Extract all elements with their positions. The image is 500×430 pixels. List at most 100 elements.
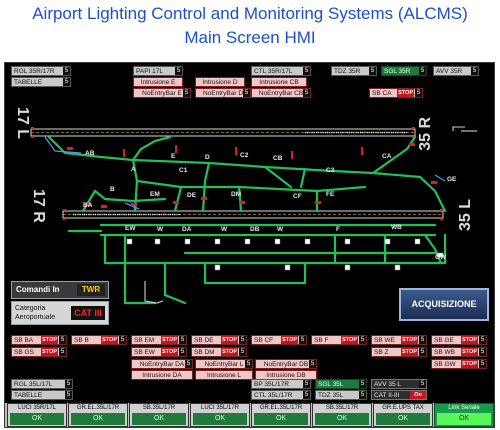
status-label: NoEntryBar CB: [258, 90, 304, 97]
intrusione-cb-status[interactable]: Intrusione CB: [251, 77, 307, 87]
status-count: 5: [59, 348, 66, 356]
status-count: 5: [239, 336, 246, 344]
status-count: 5: [419, 348, 426, 356]
status-count: 5: [63, 67, 70, 75]
status-label: TDZ 35L: [318, 392, 344, 399]
comandi-value: TWR: [77, 284, 105, 296]
stop-indicator: STOP: [401, 348, 418, 356]
footer-status: OK: [71, 413, 125, 425]
intrusione-d-status[interactable]: Intrusione D: [195, 77, 245, 87]
intrusione-da-status[interactable]: Intrusione DA: [131, 370, 193, 380]
runway-label-35r: 35 R: [417, 117, 434, 151]
status-count: 5: [179, 336, 186, 344]
status-count: 5: [479, 360, 486, 368]
taxiway-label-da: DA: [182, 226, 192, 233]
stop-indicator: STOP: [221, 348, 238, 356]
status-count: 5: [419, 336, 426, 344]
status-count: 5: [245, 360, 252, 368]
footer-status: OK: [376, 413, 430, 425]
status-label: SB F: [314, 337, 329, 344]
status-count: 5: [183, 89, 190, 97]
categoria-panel[interactable]: Categoria Aeroportuale CAT III: [11, 301, 109, 325]
app-title: Airport Lighting Control and Monitoring …: [32, 4, 468, 23]
taxiway-label-c2: C2: [240, 152, 249, 159]
status-label: SB BA: [14, 337, 34, 344]
status-count: 5: [479, 348, 486, 356]
stop-indicator: STOP: [41, 336, 58, 344]
intrusione-e-status[interactable]: Intrusione E: [133, 77, 183, 87]
stop-indicator: STOP: [101, 336, 118, 344]
stop-indicator: STOP: [461, 336, 478, 344]
categoria-label: Categoria Aeroportuale: [15, 305, 56, 321]
status-label: Intrusione D: [202, 79, 238, 86]
status-count: 5: [303, 89, 310, 97]
comandi-panel[interactable]: Comandi In TWR: [11, 281, 109, 299]
footer-status: OK: [10, 413, 64, 425]
footer-status: OK: [437, 413, 491, 425]
status-count: 5: [309, 360, 316, 368]
acquisizione-button[interactable]: ACQUISIZIONE: [399, 288, 489, 321]
cat-on-indicator: On: [410, 391, 426, 399]
ctl-35r-17l-status[interactable]: CTL 35R/17L 5: [251, 66, 311, 76]
taxiway-label-wb: WB: [391, 224, 402, 231]
taxiway-label-ew: EW: [125, 225, 136, 232]
status-label: SB GW: [434, 361, 456, 368]
status-label: NoEntryBar D: [202, 90, 244, 97]
screen-subtitle: Main Screen HMI: [184, 28, 316, 47]
status-count: 5: [303, 380, 310, 388]
stop-indicator: STOP: [41, 348, 58, 356]
stop-indicator: STOP: [281, 336, 298, 344]
status-label: SB CF: [254, 337, 274, 344]
status-count: 5: [303, 67, 310, 75]
status-label: NoEntryBar DA: [139, 361, 185, 368]
status-label: CTL 35R/17L: [254, 68, 293, 75]
status-count: 5: [65, 380, 72, 388]
taxiway-label-ba: BA: [83, 202, 93, 209]
intrusione-l-status[interactable]: Intrusione L: [195, 370, 253, 380]
status-label: SB DM: [194, 349, 215, 356]
